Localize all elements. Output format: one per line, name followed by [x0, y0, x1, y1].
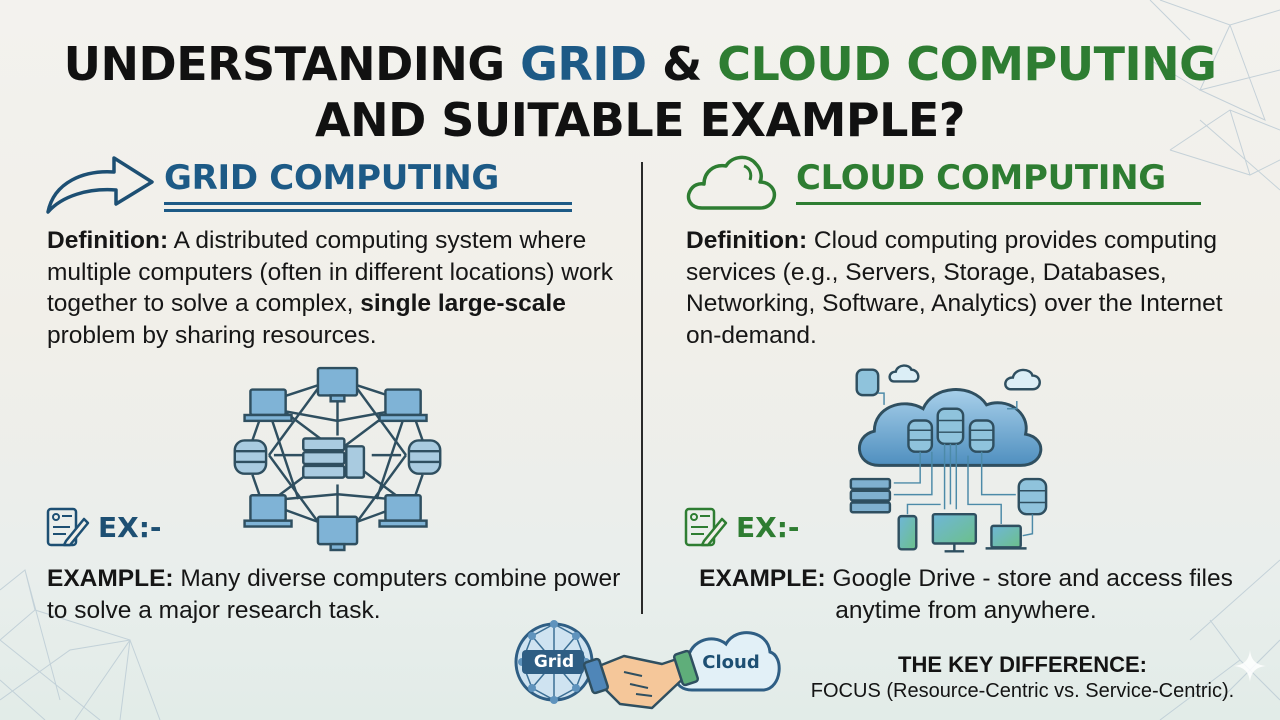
cloud-ex-label: EX:- — [684, 507, 800, 547]
cloud-outline-icon — [686, 155, 777, 210]
page-title: UNDERSTANDING GRID & CLOUD COMPUTING AND… — [0, 36, 1280, 148]
document-edit-icon — [684, 507, 728, 547]
curved-arrow-icon — [46, 156, 154, 214]
cloud-title-underline — [796, 202, 1201, 205]
grid-network-illustration — [233, 366, 442, 552]
title-grid-word: GRID — [520, 37, 647, 91]
column-divider — [641, 162, 643, 614]
document-edit-icon — [46, 507, 90, 547]
cloud-services-illustration — [849, 364, 1048, 553]
handshake-graphic: Grid Cloud — [512, 612, 782, 716]
cloud-heading: CLOUD COMPUTING — [684, 152, 1201, 212]
cloud-definition: Definition: Cloud computing provides com… — [686, 227, 1223, 349]
cloud-example: EXAMPLE: Google Drive - store and access… — [699, 565, 1233, 624]
grid-computing-title: GRID COMPUTING — [164, 158, 500, 198]
grid-ex-label: EX:- — [46, 507, 162, 547]
title-line-2: AND SUITABLE EXAMPLE? — [314, 93, 966, 147]
key-difference-title: THE KEY DIFFERENCE: — [898, 652, 1147, 677]
cloud-badge-label: Cloud — [702, 652, 760, 673]
grid-title-underline — [164, 202, 572, 212]
grid-example: EXAMPLE: Many diverse computers combine … — [47, 565, 621, 624]
grid-heading: GRID COMPUTING — [44, 152, 572, 214]
key-difference-text: FOCUS (Resource-Centric vs. Service-Cent… — [810, 680, 1235, 702]
key-difference: THE KEY DIFFERENCE: FOCUS (Resource-Cent… — [770, 652, 1275, 704]
grid-badge-label: Grid — [533, 652, 575, 672]
sparkle-icon — [1234, 650, 1266, 682]
grid-definition: Definition: A distributed computing syst… — [47, 227, 614, 349]
handshake-icon — [514, 620, 781, 710]
cloud-computing-title: CLOUD COMPUTING — [796, 158, 1166, 198]
title-line-1: UNDERSTANDING GRID & CLOUD COMPUTING — [63, 37, 1217, 91]
title-cloud-word: CLOUD COMPUTING — [717, 37, 1217, 91]
